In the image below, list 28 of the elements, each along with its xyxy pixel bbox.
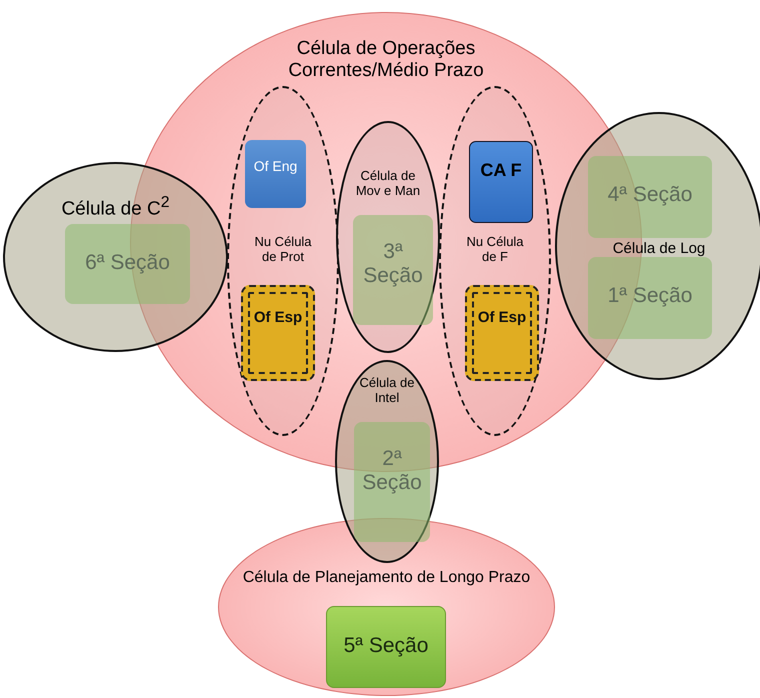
section-box — [326, 606, 446, 688]
cell-label: Of Esp — [476, 309, 528, 326]
cell-label: 1ª Seção — [606, 284, 694, 308]
cell-label: Nu Célula de Prot — [253, 235, 313, 265]
cell-label: Of Eng — [252, 158, 298, 174]
section-box — [588, 257, 712, 339]
cell-label: Célula de Mov e Man — [354, 169, 422, 199]
section-box — [354, 422, 430, 542]
section-box — [588, 156, 712, 238]
cell-label: Nu Célula de F — [465, 235, 525, 265]
cell-label: Célula de Log — [612, 240, 706, 258]
office-box — [241, 285, 315, 381]
cell-label: Célula de Intel — [358, 376, 416, 406]
cell-label: CA F — [479, 160, 523, 181]
cell-label: Of Esp — [252, 309, 304, 326]
cell-label: 3ª Seção — [362, 240, 424, 288]
cell-label: 2ª Seção — [361, 447, 423, 496]
office-box — [469, 141, 533, 223]
cell-label: 6ª Seção — [84, 251, 171, 276]
cell-label: Célula de C$^{2}$ — [60, 194, 171, 220]
office-box — [465, 285, 539, 381]
cell-label: 5ª Seção — [342, 634, 430, 658]
cell-label: Célula de Planejamento de Longo Prazo — [242, 569, 532, 588]
section-box — [65, 224, 190, 304]
cell-label: 4ª Seção — [606, 183, 694, 208]
cell-label: Célula de Operações Correntes/Médio Prazo — [287, 38, 485, 82]
office-box — [245, 140, 306, 208]
section-box — [353, 215, 433, 325]
